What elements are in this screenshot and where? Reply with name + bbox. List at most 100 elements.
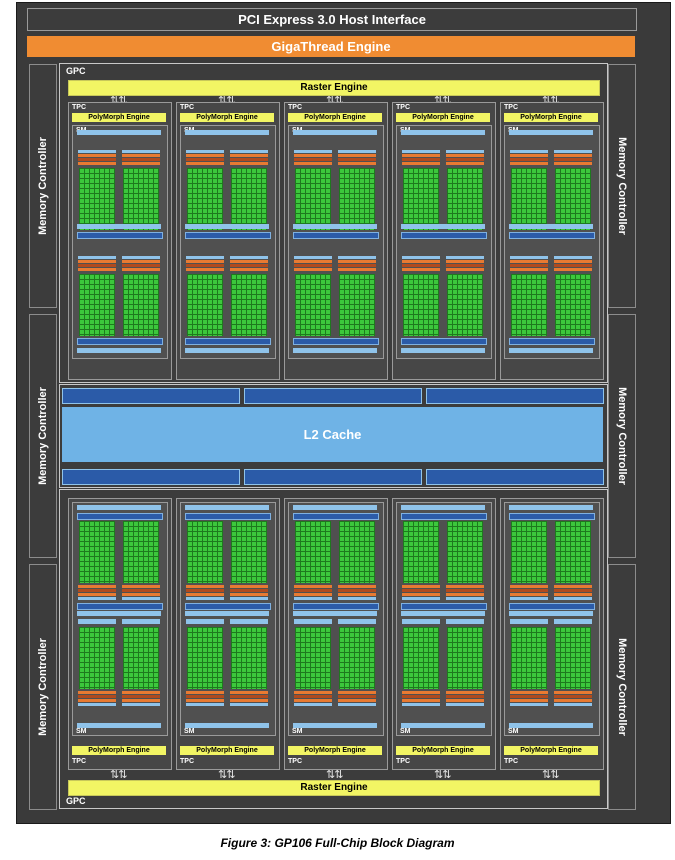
polymorph-engine: PolyMorph Engine (180, 113, 274, 122)
cuda-core-array (295, 521, 331, 583)
ld-st-unit (510, 619, 548, 624)
warp-scheduler-unit (294, 597, 332, 600)
warp-scheduler-unit (338, 256, 376, 259)
warp-scheduler-unit (78, 703, 116, 706)
l2-crossbar-segment (244, 388, 422, 404)
sm-processing-block (78, 256, 116, 344)
warp-scheduler-unit (338, 150, 376, 153)
cuda-core-array (339, 274, 375, 336)
warp-scheduler-unit (186, 695, 224, 698)
warp-scheduler-unit (402, 268, 440, 271)
sm-processing-block (338, 256, 376, 344)
warp-scheduler-unit (186, 597, 224, 600)
l2-crossbar-segment (62, 388, 240, 404)
ld-st-unit (294, 619, 332, 624)
l2-crossbar-segment (62, 469, 240, 485)
texture-units (293, 513, 379, 520)
texture-cache (509, 224, 593, 229)
warp-scheduler-unit (554, 699, 592, 702)
bidirectional-arrows-icon: ⇅⇅ (218, 95, 235, 107)
warp-scheduler-unit (402, 150, 440, 153)
shared-memory (401, 348, 485, 353)
warp-scheduler-unit (446, 597, 484, 600)
streaming-multiprocessor: SM (504, 502, 600, 736)
warp-scheduler-unit (446, 268, 484, 271)
warp-scheduler-unit (122, 703, 160, 706)
cuda-core-array (123, 274, 159, 336)
warp-scheduler-unit (78, 585, 116, 588)
warp-scheduler-unit (554, 162, 592, 165)
warp-scheduler-unit (402, 593, 440, 596)
warp-scheduler-unit (338, 597, 376, 600)
warp-scheduler-unit (122, 154, 160, 157)
warp-scheduler-unit (338, 268, 376, 271)
tpc-label: TPC (72, 104, 86, 111)
warp-scheduler-unit (122, 162, 160, 165)
shared-memory (509, 348, 593, 353)
cuda-core-array (339, 521, 375, 583)
cuda-core-array (403, 521, 439, 583)
cuda-core-array (511, 521, 547, 583)
warp-scheduler-unit (78, 158, 116, 161)
warp-scheduler-unit (78, 154, 116, 157)
instruction-cache (509, 723, 593, 728)
cuda-core-array (187, 521, 223, 583)
ld-st-unit (230, 619, 268, 624)
ld-st-unit (446, 619, 484, 624)
warp-scheduler-unit (186, 268, 224, 271)
warp-scheduler-unit (446, 703, 484, 706)
cuda-core-array (79, 521, 115, 583)
warp-scheduler-unit (402, 703, 440, 706)
shared-memory (185, 505, 269, 510)
texture-cache (293, 611, 377, 616)
sm-processing-block (402, 619, 440, 707)
ld-st-unit (402, 619, 440, 624)
warp-scheduler-unit (122, 585, 160, 588)
texture-units (293, 603, 379, 610)
sm-processing-block (446, 619, 484, 707)
warp-scheduler-unit (230, 260, 268, 263)
instruction-cache (77, 723, 161, 728)
memory-controller-right-2: Memory Controller (608, 314, 636, 558)
warp-scheduler-unit (446, 158, 484, 161)
instruction-cache (293, 130, 377, 135)
warp-scheduler-unit (402, 691, 440, 694)
bidirectional-arrows-icon: ⇅⇅ (542, 95, 559, 107)
warp-scheduler-unit (78, 268, 116, 271)
warp-scheduler-unit (554, 256, 592, 259)
sm-processing-block (230, 256, 268, 344)
cuda-core-array (447, 627, 483, 689)
warp-scheduler-unit (122, 150, 160, 153)
sm-processing-block (554, 619, 592, 707)
gpc-label: GPC (66, 796, 86, 806)
warp-scheduler-unit (122, 268, 160, 271)
warp-scheduler-unit (186, 162, 224, 165)
streaming-multiprocessor: SM (72, 502, 168, 736)
tpc-label: TPC (504, 104, 518, 111)
warp-scheduler-unit (338, 585, 376, 588)
texture-units (401, 513, 487, 520)
sm-processing-block (294, 513, 332, 601)
sm-processing-block (122, 513, 160, 601)
ld-st-unit (338, 619, 376, 624)
cuda-core-array (187, 274, 223, 336)
tpc-label: TPC (288, 104, 302, 111)
warp-scheduler-unit (230, 703, 268, 706)
warp-scheduler-unit (554, 703, 592, 706)
warp-scheduler-unit (338, 703, 376, 706)
instruction-cache (509, 130, 593, 135)
sm-processing-block (446, 256, 484, 344)
warp-scheduler-unit (78, 695, 116, 698)
texture-units (185, 603, 271, 610)
bidirectional-arrows-icon: ⇅⇅ (326, 769, 343, 781)
cuda-core-array (447, 274, 483, 336)
warp-scheduler-unit (294, 691, 332, 694)
cuda-core-array (231, 274, 267, 336)
warp-scheduler-unit (402, 260, 440, 263)
cuda-core-array (555, 627, 591, 689)
sm-processing-block (122, 256, 160, 344)
sm-processing-block (186, 256, 224, 344)
warp-scheduler-unit (294, 260, 332, 263)
